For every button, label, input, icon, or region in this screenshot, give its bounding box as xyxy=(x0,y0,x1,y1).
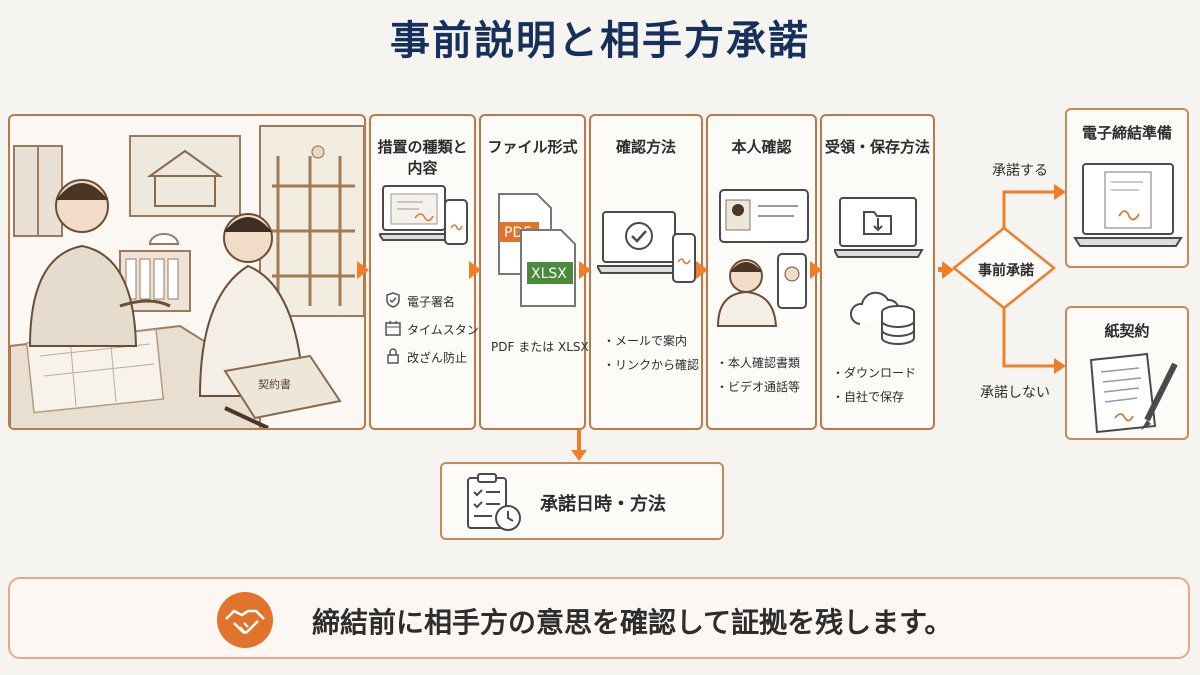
step-measure-type: 措置の種類と内容 電子署名 タイムスタンプ 改ざん防止 xyxy=(369,114,490,430)
decision-label: 事前承諾 xyxy=(978,263,1034,279)
xlsx-badge: XLSX xyxy=(531,266,567,282)
step-title-identity: 本人確認 xyxy=(731,138,792,156)
shield-check-icon xyxy=(386,292,400,308)
step-title-measure-type: 措置の種類と内容 xyxy=(377,138,468,177)
branch-yes-label: 承諾する xyxy=(992,163,1048,179)
flow-arrow-3 xyxy=(579,261,591,279)
flow-arrow-6-shaft xyxy=(938,267,944,272)
step-title-receive-store: 受領・保存方法 xyxy=(824,138,930,156)
step-identity: 本人確認 ・本人確認書類 ・ビデオ通話等 xyxy=(706,114,817,430)
decision-branches xyxy=(951,184,1066,374)
summary-banner: 締結前に相手方の意思を確認して証拠を残します。 xyxy=(8,577,1190,659)
id-verification-icon xyxy=(716,189,809,327)
identity-item-document: ・本人確認書類 xyxy=(716,356,801,370)
store-item-download: ・ダウンロード xyxy=(832,366,917,380)
page-title: 事前説明と相手方承諾 xyxy=(390,18,810,64)
identity-item-video: ・ビデオ通話等 xyxy=(716,380,801,394)
confirm-item-mail: ・メールで案内 xyxy=(603,334,688,348)
laptop-signature-icon xyxy=(1073,163,1183,247)
measure-item-tamper: 改ざん防止 xyxy=(407,351,468,365)
consent-record-box: 承諾日時・方法 xyxy=(440,462,724,540)
measure-item-timestamp: タイムスタンプ xyxy=(407,323,491,337)
contract-label: 契約書 xyxy=(258,377,291,391)
laptop-phone-icon xyxy=(379,185,468,245)
step-confirm-method: 確認方法 ・メールで案内 ・リンクから確認 xyxy=(589,114,703,430)
flow-arrow-1 xyxy=(357,261,369,279)
down-arrow-head xyxy=(571,450,587,461)
outcome-electronic: 電子締結準備 xyxy=(1065,108,1189,268)
file-documents-icon: PDF XLSX xyxy=(498,193,576,307)
flow-arrow-4 xyxy=(696,261,708,279)
down-arrow-shaft xyxy=(577,430,581,452)
flow-arrow-5 xyxy=(810,261,822,279)
outcome-paper-title: 紙契約 xyxy=(1104,322,1150,340)
outcome-paper: 紙契約 xyxy=(1065,306,1189,440)
branch-no-label: 承諾しない xyxy=(980,385,1050,401)
summary-text: 締結前に相手方の意思を確認して証拠を残します。 xyxy=(312,606,953,639)
store-item-save: ・自社で保存 xyxy=(832,390,905,404)
step-receive-store: 受領・保存方法 ・ダウンロード ・自社で保存 xyxy=(820,114,935,430)
flow-arrow-2 xyxy=(469,261,481,279)
step-file-format: ファイル形式 PDF XLSX PDF または XLSX xyxy=(479,114,589,430)
file-format-caption: PDF または XLSX xyxy=(491,340,589,354)
paper-pen-icon xyxy=(1089,352,1178,434)
laptop-download-icon xyxy=(834,197,924,258)
calendar-icon xyxy=(385,321,401,336)
laptop-check-icon xyxy=(597,211,696,283)
consent-record-label: 承諾日時・方法 xyxy=(540,494,666,515)
clipboard-clock-icon xyxy=(467,473,521,531)
cloud-database-icon xyxy=(850,291,915,345)
step-title-confirm-method: 確認方法 xyxy=(615,138,676,156)
flow-arrow-6 xyxy=(942,261,954,279)
handshake-icon xyxy=(217,592,273,648)
measure-item-signature: 電子署名 xyxy=(407,295,456,309)
confirm-item-link: ・リンクから確認 xyxy=(603,358,700,372)
lock-icon xyxy=(387,348,399,364)
meeting-illustration: 契約書 xyxy=(8,114,366,430)
step-title-file-format: ファイル形式 xyxy=(487,138,578,156)
outcome-electronic-title: 電子締結準備 xyxy=(1081,124,1172,142)
